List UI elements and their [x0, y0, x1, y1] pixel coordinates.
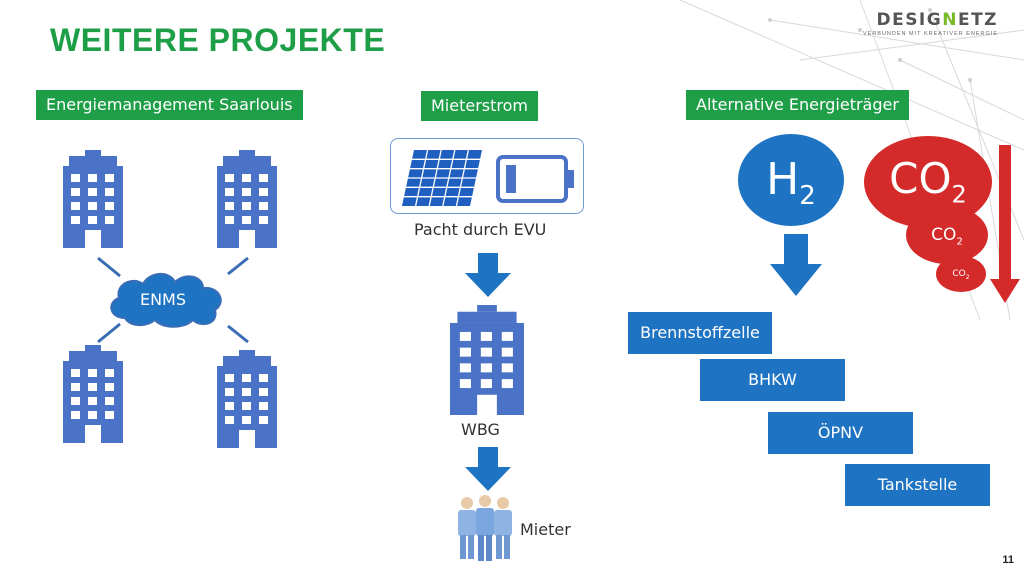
battery-icon	[496, 155, 574, 203]
use-box-fuel-cell: Brennstoffzelle	[628, 312, 772, 354]
logo-wordmark: DESIGNETZ	[876, 10, 998, 30]
h2-circle: H2	[738, 134, 844, 226]
co2-small-base: CO	[952, 269, 966, 279]
h2-base: H	[766, 154, 800, 205]
h2-sub: 2	[799, 180, 816, 211]
lease-caption: Pacht durch EVU	[414, 220, 547, 239]
pv-battery-frame	[390, 138, 584, 214]
solar-panel-icon	[402, 150, 482, 206]
wbg-label: WBG	[461, 420, 500, 439]
arrow-down-icon	[465, 447, 511, 491]
tenants-people-icon	[458, 495, 512, 561]
co2-small-circle: CO2	[936, 256, 986, 292]
co2-large-base: CO	[889, 154, 952, 203]
tenant-label: Mieter	[520, 520, 571, 539]
enms-cloud-icon	[110, 273, 222, 328]
enms-section-label: Energiemanagement Saarlouis	[36, 90, 303, 120]
page-title: WEITERE PROJEKTE	[50, 22, 386, 58]
building-icon-bottom-right	[217, 350, 277, 448]
arrow-down-icon	[770, 234, 822, 296]
co2-medium-base: CO	[931, 225, 957, 245]
red-arrow-down-icon	[990, 145, 1020, 303]
building-icon-top-right	[217, 150, 277, 248]
co2-medium-sub: 2	[956, 236, 963, 248]
building-icon-bottom-left	[63, 345, 123, 443]
enms-cloud-label: ENMS	[139, 290, 187, 309]
use-box-public-transport: ÖPNV	[768, 412, 913, 454]
co2-large-sub: 2	[951, 180, 967, 209]
designetz-logo: DESIGNETZ VERBUNDEN MIT KREATIVER ENERGI…	[863, 10, 998, 37]
co2-medium-circle: CO2	[906, 206, 988, 264]
alt-energy-section-label: Alternative Energieträger	[686, 90, 909, 120]
co2-small-sub: 2	[965, 273, 970, 281]
use-box-filling-station: Tankstelle	[845, 464, 990, 506]
arrow-down-icon	[465, 253, 511, 297]
enms-connector-lines	[97, 256, 249, 344]
page-number: 11	[1002, 554, 1014, 566]
logo-tagline: VERBUNDEN MIT KREATIVER ENERGIE	[862, 31, 998, 37]
building-icon-top-left	[63, 150, 123, 248]
use-box-chp: BHKW	[700, 359, 845, 401]
wbg-building-icon	[450, 305, 524, 415]
mieterstrom-section-label: Mieterstrom	[421, 91, 538, 121]
